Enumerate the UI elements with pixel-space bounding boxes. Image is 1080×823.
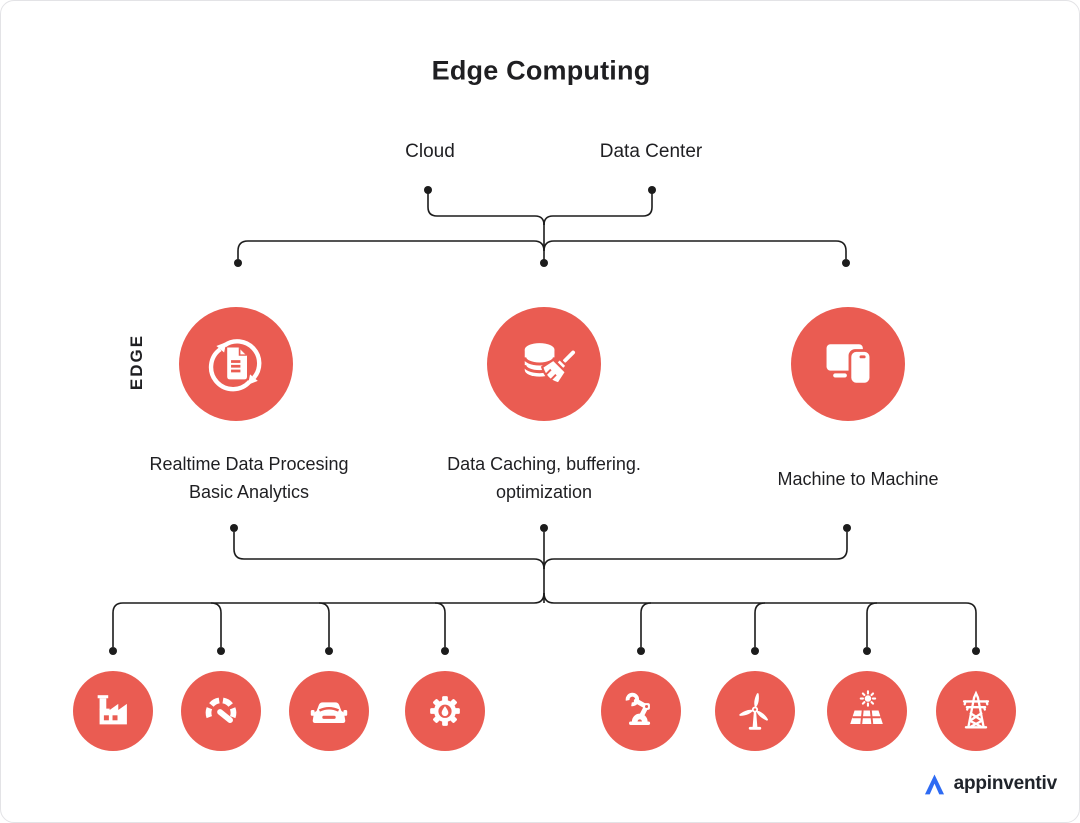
- edge-node-realtime: [179, 307, 293, 421]
- wind-turbine-icon: [739, 693, 768, 730]
- device-node: [601, 671, 681, 751]
- gear-droplet-icon: [430, 696, 460, 726]
- label-line: Realtime Data Procesing: [149, 454, 349, 474]
- robot-arm-icon: [625, 692, 651, 725]
- cloud-label: Cloud: [405, 141, 455, 162]
- label-line: Machine to Machine: [777, 469, 939, 489]
- page-title: Edge Computing: [431, 55, 651, 86]
- brand-logo: appinventiv: [921, 771, 1057, 797]
- device-node: [405, 671, 485, 751]
- desktop-mobile-icon: [826, 344, 873, 386]
- transmission-tower-icon: [962, 690, 990, 729]
- device-node: [827, 671, 907, 751]
- label-line: Data Caching, buffering.: [447, 454, 641, 474]
- data-center-label: Data Center: [599, 141, 703, 162]
- label-line: Basic Analytics: [188, 482, 310, 502]
- device-node: [936, 671, 1016, 751]
- appinventiv-a-icon: [924, 774, 944, 795]
- solar-panel-icon: [850, 690, 883, 725]
- edge-node-m2m: [791, 307, 905, 421]
- device-node: [181, 671, 261, 751]
- device-node: [289, 671, 369, 751]
- brand-name: appinventiv: [953, 773, 1058, 794]
- device-node: [715, 671, 795, 751]
- device-node: [73, 671, 153, 751]
- label-m2m: Machine to Machine: [777, 465, 938, 493]
- edge-side-label: EDGE: [127, 333, 146, 391]
- edge-node-caching: [487, 307, 601, 421]
- car-icon: [310, 702, 348, 723]
- label-caching: Data Caching, buffering. optimization: [447, 450, 641, 506]
- label-line: optimization: [495, 482, 593, 502]
- factory-icon: [97, 695, 127, 725]
- document-sync-icon: [208, 339, 262, 392]
- label-realtime: Realtime Data Procesing Basic Analytics: [149, 450, 348, 506]
- database-cleanup-icon: [523, 343, 577, 385]
- speedometer-icon: [205, 697, 237, 723]
